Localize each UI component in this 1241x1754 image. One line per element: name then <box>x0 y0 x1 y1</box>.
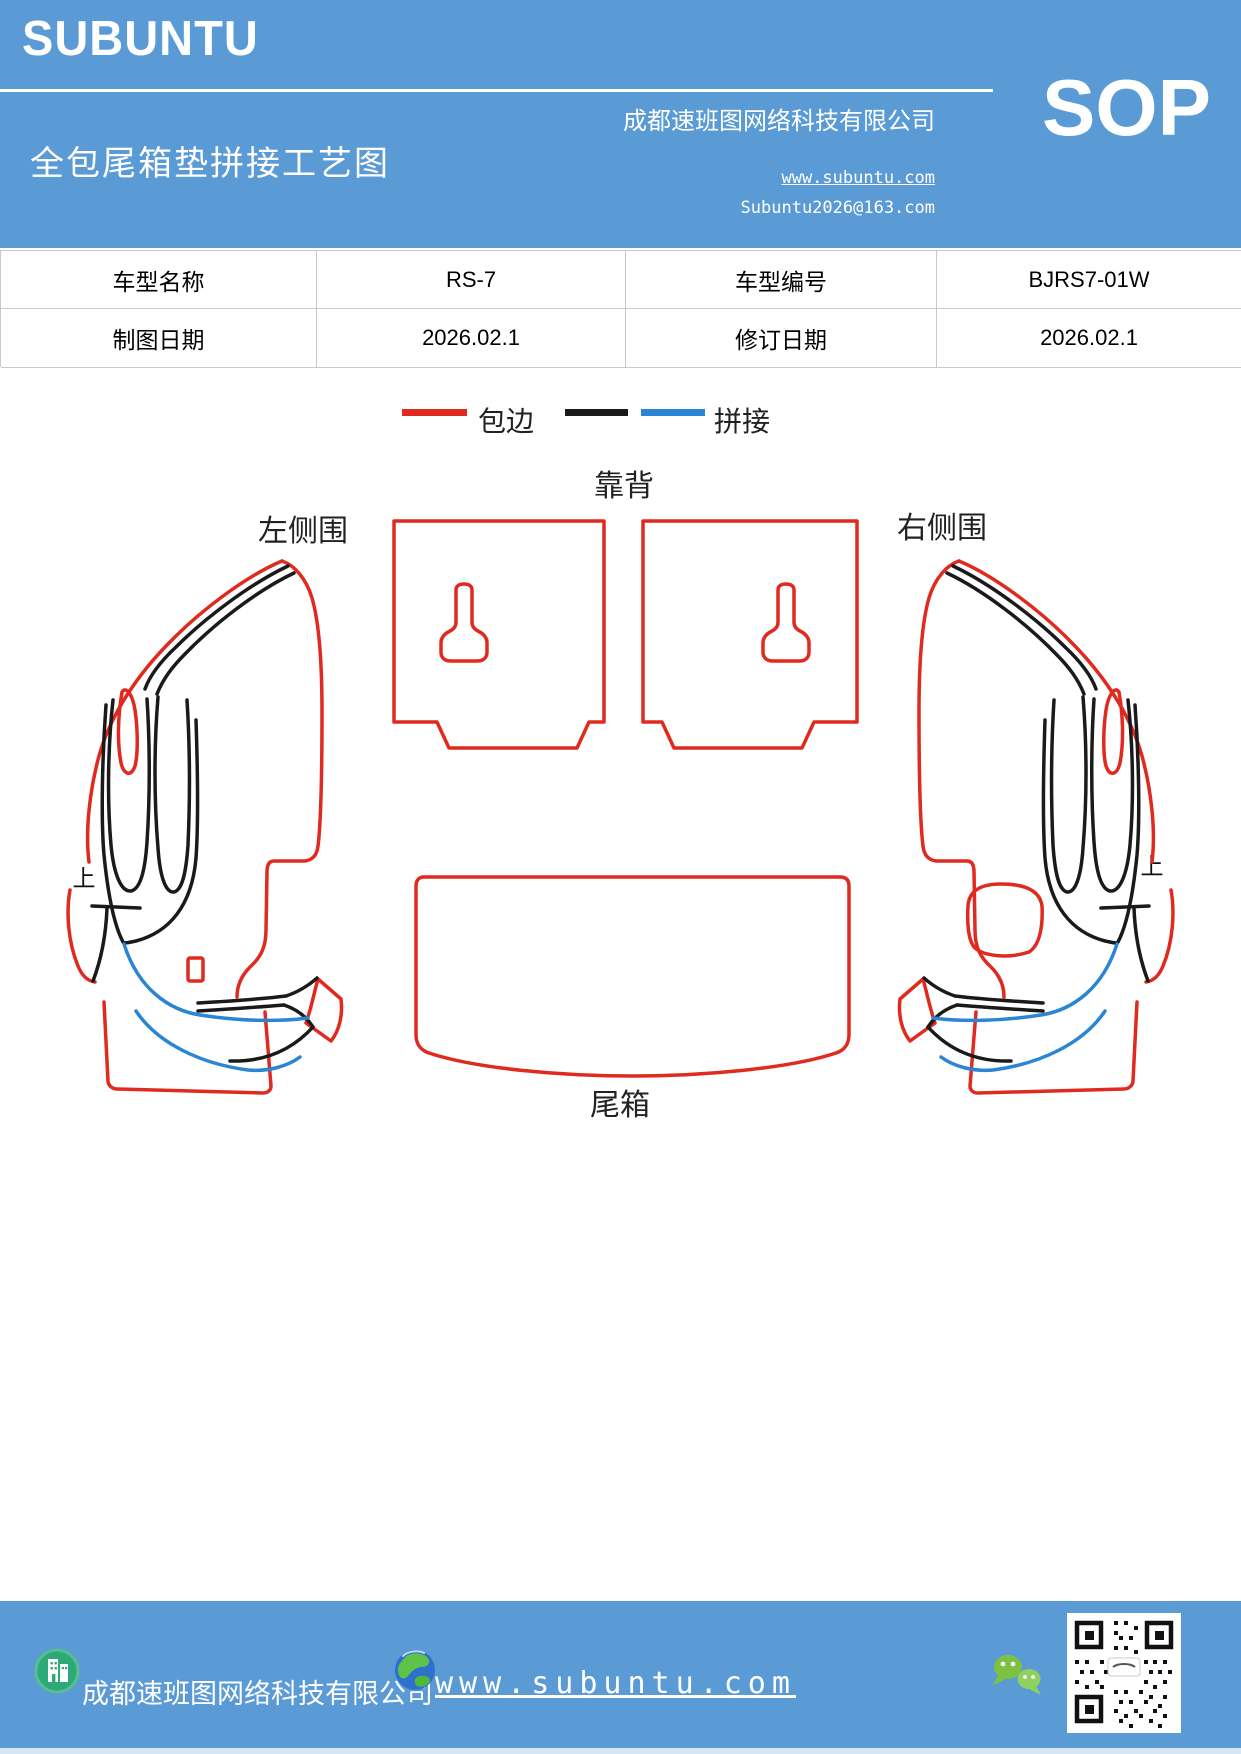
label-up-left: 上 <box>73 866 96 891</box>
legend-stitch-black-swatch <box>565 409 628 416</box>
table-label-revise-date: 修订日期 <box>626 309 937 368</box>
table-label-model-code: 车型编号 <box>626 251 937 309</box>
label-left-side: 左侧围 <box>258 515 348 548</box>
header-website-link[interactable]: www.subuntu.com <box>781 168 935 188</box>
backrest-left-piece <box>392 519 606 750</box>
label-backrest: 靠背 <box>594 470 654 503</box>
table-value-draw-date: 2026.02.1 <box>317 309 626 368</box>
right-rounded-cutout <box>965 882 1044 958</box>
header-divider-line <box>0 89 993 92</box>
legend: 包边 拼接 <box>402 406 770 438</box>
header-email: Subuntu2026@163.com <box>740 198 935 218</box>
table-value-revise-date: 2026.02.1 <box>937 309 1241 368</box>
legend-stitch-label: 拼接 <box>714 406 770 438</box>
vehicle-info-table: 车型名称 RS-7 车型编号 BJRS7-01W 制图日期 2026.02.1 … <box>0 250 1241 368</box>
page-title: 全包尾箱垫拼接工艺图 <box>30 146 390 183</box>
footer-company-name: 成都速班图网络科技有限公司 <box>82 1679 433 1709</box>
legend-binding-swatch <box>402 409 467 416</box>
label-trunk: 尾箱 <box>590 1089 650 1122</box>
trunk-piece <box>414 875 851 1078</box>
brand-logo: SUBUNTU <box>22 9 259 66</box>
table-label-model-name: 车型名称 <box>1 251 317 309</box>
table-value-model-code: BJRS7-01W <box>937 251 1241 309</box>
header-company-name: 成都速班图网络科技有限公司 <box>623 109 935 135</box>
footer-bottom-strip <box>0 1748 1241 1754</box>
right-side-piece <box>897 559 1175 1095</box>
backrest-right-piece <box>641 519 859 750</box>
footer-website-link[interactable]: www.subuntu.com <box>435 1666 796 1701</box>
table-label-draw-date: 制图日期 <box>1 309 317 368</box>
left-small-cutout <box>186 956 205 983</box>
label-up-right: 上 <box>1141 854 1164 879</box>
header: SUBUNTU 全包尾箱垫拼接工艺图 成都速班图网络科技有限公司 www.sub… <box>0 0 1241 248</box>
table-value-model-name: RS-7 <box>317 251 626 309</box>
sop-badge: SOP <box>1042 63 1211 152</box>
legend-stitch-blue-swatch <box>641 409 705 416</box>
legend-binding-label: 包边 <box>478 406 534 438</box>
label-right-side: 右侧围 <box>897 512 987 545</box>
